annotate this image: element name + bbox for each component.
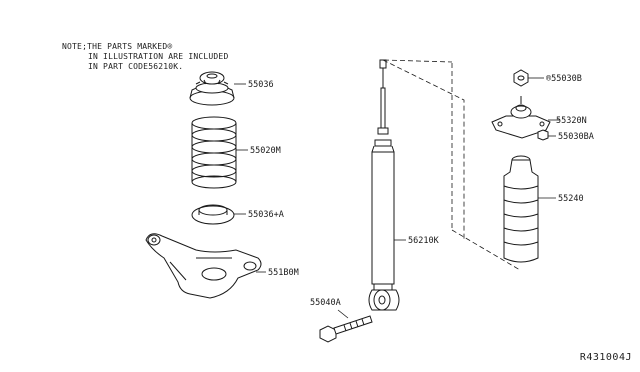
note-line-2: IN ILLUSTRATION ARE INCLUDED [88, 52, 229, 61]
bump-stop-boot [503, 155, 539, 263]
label-55036: 55036 [248, 80, 274, 90]
shock-absorber [368, 59, 400, 311]
upper-spring-seat [189, 71, 235, 106]
assembly-outline [382, 59, 521, 271]
mounting-bolt [319, 315, 373, 343]
label-55320n: 55320N [556, 116, 587, 126]
coil-spring [191, 116, 237, 189]
diagram-reference-code: R431004J [579, 352, 632, 363]
lower-spring-seat [191, 204, 235, 225]
label-56210k: 56210K [408, 236, 440, 246]
label-551b0m: 551B0M [268, 268, 299, 278]
label-55030ba: 55030BA [558, 132, 594, 142]
note-line-3: IN PART CODE56210K. [88, 62, 184, 71]
upper-mount [491, 96, 551, 139]
label-55020m: 55020M [250, 146, 281, 156]
label-55030b: ®55030B [546, 74, 582, 84]
label-55240: 55240 [558, 194, 584, 204]
top-nut [513, 69, 529, 87]
lower-link-arm [145, 233, 262, 299]
mount-nut [537, 129, 549, 141]
label-55036a: 55036+A [248, 210, 284, 220]
note-line-1: NOTE;THE PARTS MARKED® [62, 42, 173, 51]
label-55040a: 55040A [310, 298, 341, 308]
